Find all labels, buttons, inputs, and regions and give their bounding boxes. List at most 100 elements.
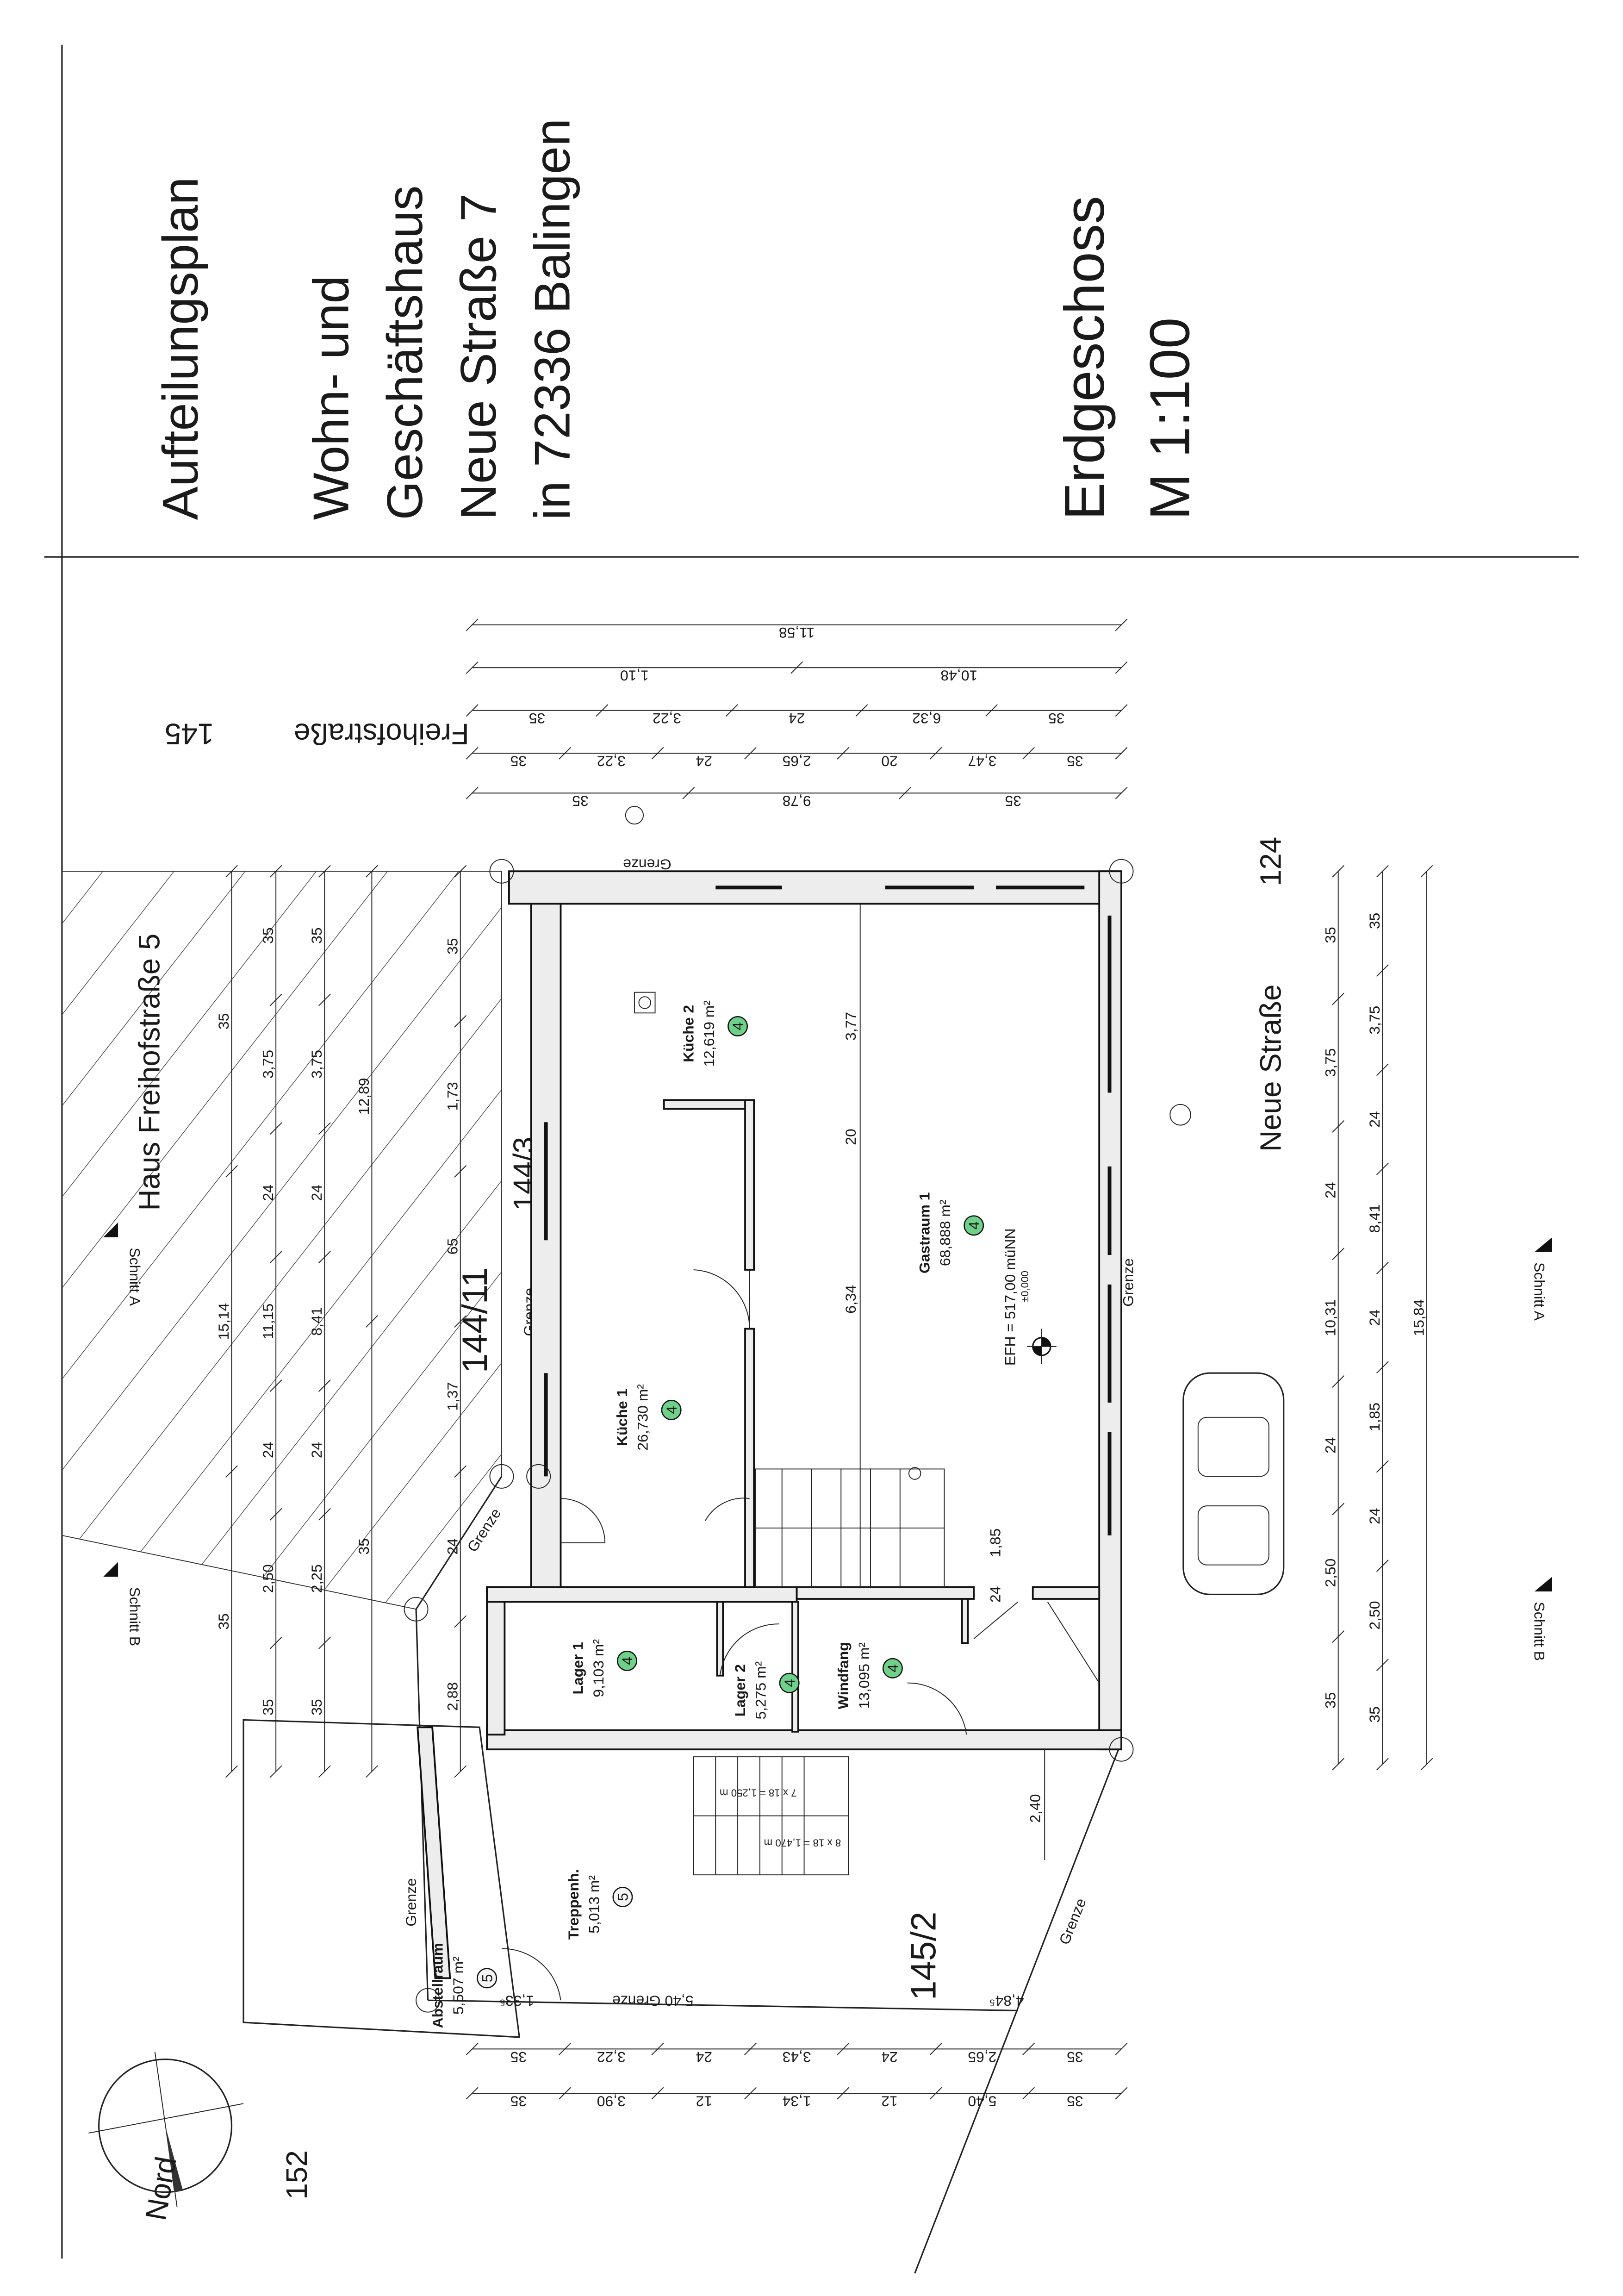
level-marker-icon	[1026, 1329, 1057, 1365]
dimension-value: 3,77	[842, 1012, 859, 1041]
north-arrow-icon: Nord	[88, 2052, 244, 2223]
grenze-label-top: Grenze	[623, 856, 672, 873]
building-line1: Wohn- und	[303, 275, 359, 520]
tree-icon	[625, 805, 1191, 1126]
dimension-value: 20	[842, 1129, 859, 1145]
room-name: Lager 1	[569, 1642, 586, 1694]
dimension-value: 24	[444, 1538, 460, 1554]
dimension-value: 24	[789, 710, 805, 727]
room-area: 9,103 m²	[590, 1639, 607, 1697]
boundary-line-short	[415, 1476, 503, 1610]
doors	[501, 1269, 1100, 2001]
dimension-value: 24	[1322, 1182, 1338, 1198]
dimension-chain-left-3: 12,89 35	[355, 865, 378, 1778]
efh-level: EFH = 517,00 müNN	[1001, 1229, 1018, 1366]
dim-1-33: 1,33⁵	[499, 1993, 534, 2009]
dimension-value: 24	[1366, 1111, 1383, 1127]
room-badge-icon	[728, 1016, 748, 1036]
windows	[544, 886, 1112, 1535]
stair-upper-count: 7 x 18 = 1,250 m	[720, 1787, 797, 1798]
dimension-value: 3,75	[1322, 1048, 1338, 1077]
section-marker-a-left: Schnitt A	[103, 1223, 143, 1306]
dimension-value: 35	[1322, 927, 1338, 943]
room-name: Küche 1	[614, 1389, 630, 1446]
dimension-value: 1,85	[1366, 1403, 1383, 1431]
dimension-value: 15,84	[1411, 1299, 1427, 1336]
room-badge: 4	[663, 1406, 680, 1414]
dimension-value: 2,50	[260, 1564, 276, 1593]
dimension-value: 2,40	[1027, 1794, 1044, 1823]
dimension-value: 35	[1366, 1706, 1383, 1722]
dimension-value: 1,37	[444, 1382, 460, 1411]
dimension-value: 35	[260, 927, 276, 943]
dimension-value: 2,88	[444, 1682, 460, 1711]
section-a-right-label: Schnitt A	[1531, 1262, 1548, 1321]
dimension-value: 1,10	[620, 668, 649, 684]
dimension-value: 15,14	[215, 1303, 232, 1340]
street-top-label: Freihofstraße	[294, 717, 469, 750]
dimension-value: 65	[444, 1238, 460, 1254]
dimension-chain-top-0: 11,58	[466, 618, 1128, 641]
efh-zero: ±0,000	[1019, 1271, 1031, 1302]
dimension-value: 35	[1067, 2049, 1083, 2065]
dim-4-84: 4,84⁵	[989, 1993, 1024, 2009]
section-a-left-label: Schnitt A	[127, 1248, 143, 1306]
dimension-value: 35	[215, 1613, 232, 1629]
dimension-value: 2,50	[1366, 1601, 1383, 1630]
stairs-lower: 7 x 18 = 1,250 m 8 x 18 = 1,470 m	[693, 1756, 849, 1876]
car-icon	[1182, 1372, 1285, 1596]
street-right-number: 124	[1254, 837, 1287, 886]
dimension-value: 8,41	[308, 1307, 325, 1336]
dimension-value: 12	[881, 2093, 897, 2109]
dimension-value: 35	[572, 793, 588, 810]
dimension-value: 3,75	[308, 1050, 325, 1079]
section-marker-a-right: Schnitt A	[1531, 1237, 1552, 1321]
dimension-value: 35	[1048, 710, 1064, 727]
room-badge: 4	[965, 1222, 982, 1230]
section-marker-b-left: Schnitt B	[103, 1562, 143, 1646]
dimension-value: 12,89	[355, 1078, 372, 1115]
room-badge-icon	[661, 1399, 682, 1420]
dimension-value: 35	[260, 1699, 276, 1715]
dimension-value: 24	[696, 753, 712, 770]
plan-scale: M 1:100	[1138, 318, 1201, 520]
grenze-label-right: Grenze	[1120, 1258, 1137, 1307]
dimension-value: 35	[510, 2049, 527, 2065]
dimension-value: 24	[1322, 1437, 1338, 1453]
boundary-line-left	[415, 1609, 429, 2001]
dimension-value: 1,73	[444, 1082, 460, 1111]
dimension-value: 24	[260, 1442, 276, 1458]
dimension-value: 10,48	[940, 668, 977, 684]
dimension-value: 24	[696, 2049, 712, 2065]
dimension-value: 35	[1005, 793, 1021, 810]
dimension-value: 6,32	[912, 710, 941, 727]
building-line2: Geschäftshaus	[377, 186, 433, 520]
dimension-value: 35	[355, 1538, 372, 1554]
dimension-value: 12	[696, 2093, 712, 2109]
room-badge-icon	[779, 1672, 800, 1693]
dimension-value: 35	[510, 2093, 527, 2109]
room-badge-icon	[477, 1968, 497, 1989]
dimension-value: 10,31	[1322, 1299, 1338, 1336]
dimension-value: 8,41	[1366, 1204, 1383, 1233]
room-area: 26,730 m²	[634, 1384, 651, 1451]
grenze-label-diag2: Grenze	[1056, 1896, 1089, 1947]
room-name: Lager 2	[732, 1664, 748, 1716]
dimension-value: 11,15	[260, 1304, 276, 1339]
dimension-value: 3,22	[597, 753, 626, 770]
address-street: Neue Straße 7	[450, 194, 506, 520]
dimension-chain-top-1: 1,10 10,48	[466, 661, 1128, 684]
address-city: in 72336 Balingen	[524, 119, 580, 520]
dimension-value: 3,75	[260, 1050, 276, 1079]
